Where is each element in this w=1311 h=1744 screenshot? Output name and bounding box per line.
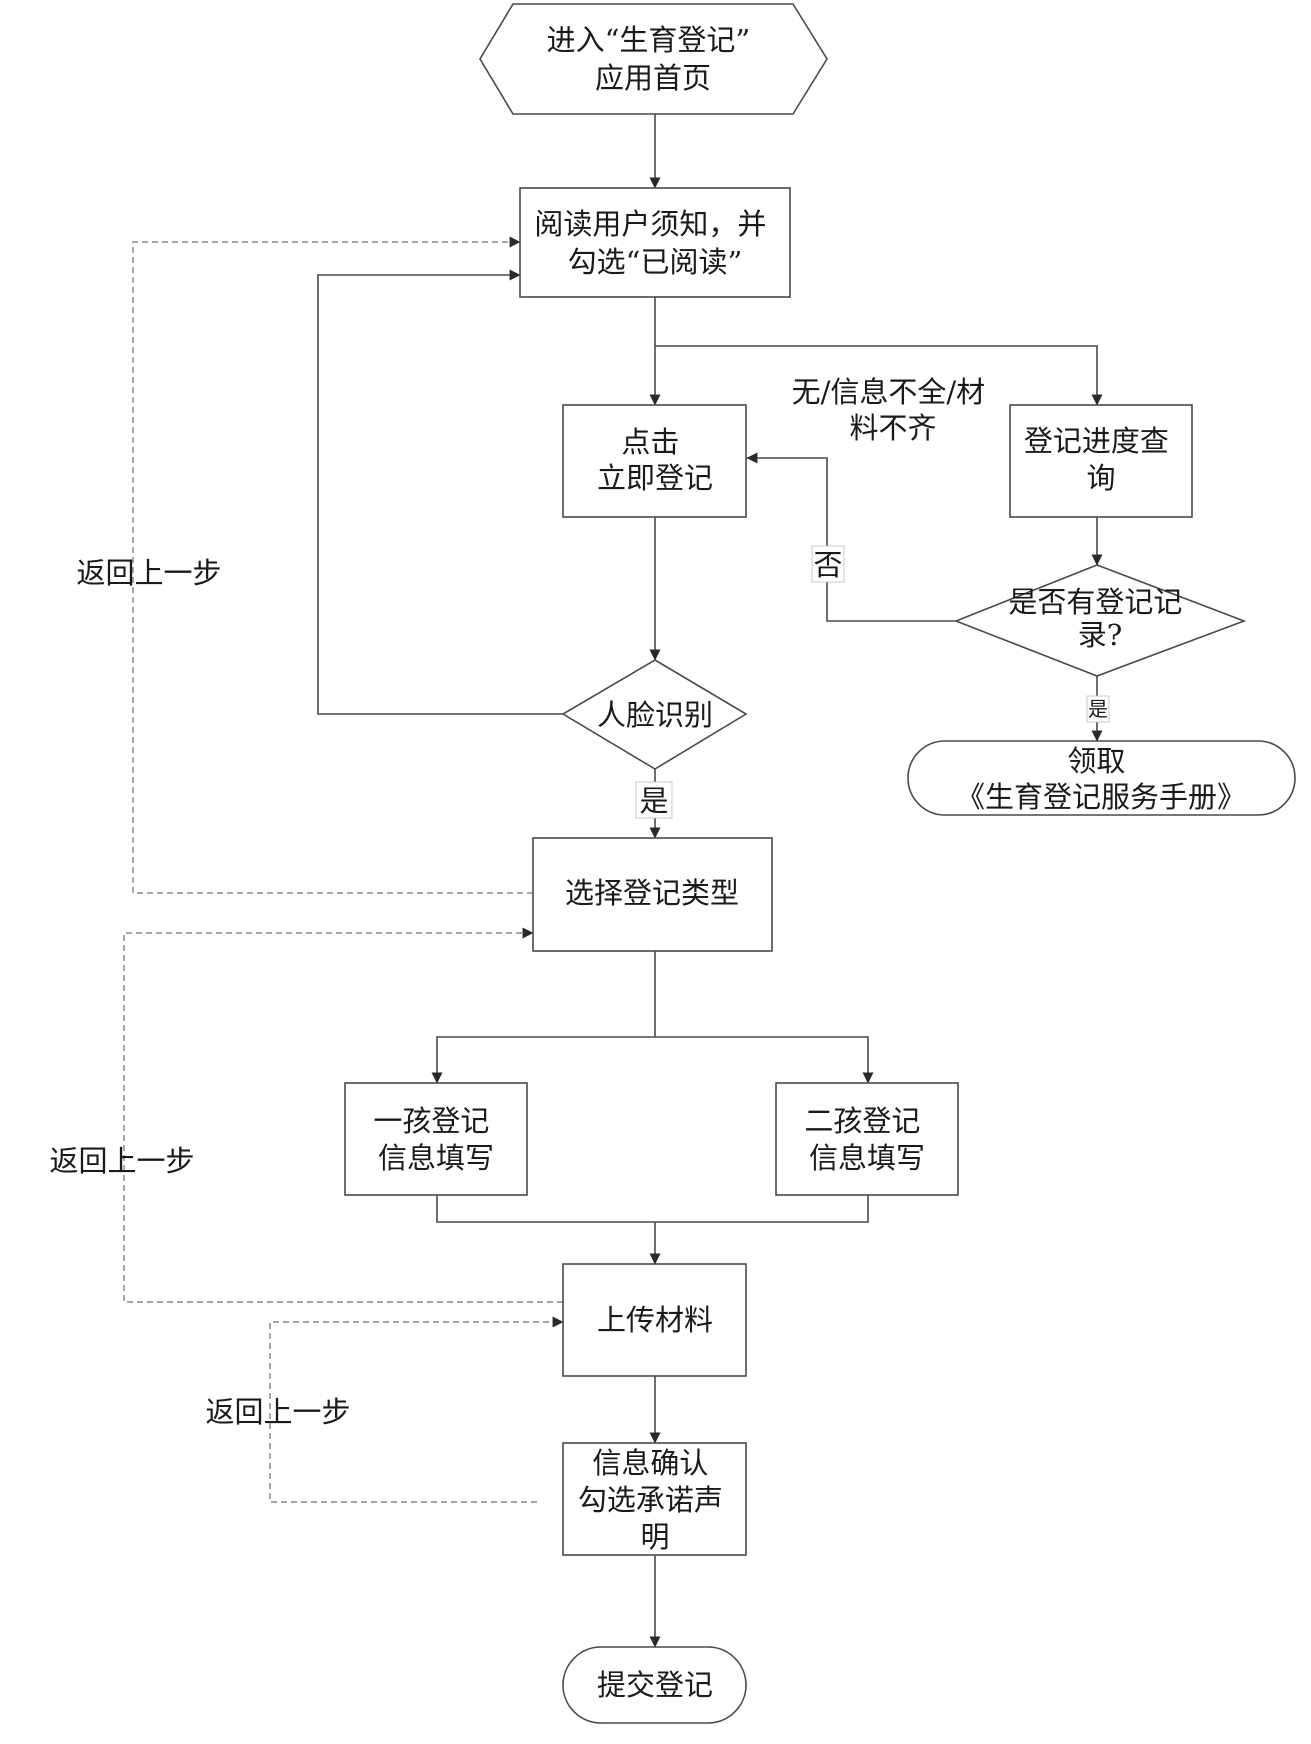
edge-back-select-to-read (132, 236, 533, 894)
submit-node: 提交登记 (597, 1668, 713, 1702)
face-recognition-diamond (561, 659, 748, 770)
edge-labels: 无/信息不全/材 料不齐 否 是 是 返回上一步 返回上一步 返回上一步 (49, 375, 1108, 1429)
read-notice-box (519, 187, 791, 298)
start-node: 进入“生育登记” 应用首页 (547, 23, 760, 95)
edges (317, 114, 1103, 1648)
edge-back-confirm-to-upload (269, 1316, 564, 1503)
progress-query-node: 登记进度查 询 (1024, 424, 1178, 495)
edge-back-upload-to-select (123, 927, 563, 1303)
no-info-label: 无/信息不全/材 料不齐 (792, 375, 995, 445)
yes-record-tag-bg (1086, 695, 1110, 723)
nodes (344, 3, 1296, 1724)
confirm-node: 信息确认 勾选承诺声 明 (578, 1446, 732, 1554)
edge-select-to-first (431, 1036, 655, 1084)
edge-read-to-query (655, 345, 1103, 406)
no-tag-bg (811, 545, 845, 583)
has-record-node: 是否有登记记 录? (1008, 585, 1191, 652)
back-edges (123, 236, 564, 1503)
no-label: 否 (813, 548, 842, 582)
edge-select-to-second (655, 1036, 874, 1084)
back-label-2: 返回上一步 (49, 1144, 194, 1178)
progress-query-box (1009, 404, 1193, 518)
submit-terminal (562, 1646, 747, 1724)
yes-face-tag-bg (635, 781, 673, 819)
read-notice-node: 阅读用户须知，并 勾选“已阅读” (534, 207, 775, 279)
second-child-node: 二孩登记 信息填写 (804, 1104, 929, 1175)
select-type-node: 选择登记类型 (565, 876, 739, 910)
second-child-box (775, 1082, 959, 1196)
first-child-node: 一孩登记 信息填写 (373, 1104, 498, 1175)
get-manual-node: 领取 《生育登记服务手册》 (956, 744, 1246, 814)
back-label-3: 返回上一步 (205, 1395, 350, 1429)
face-recognition-node: 人脸识别 (597, 698, 713, 732)
back-label-1: 返回上一步 (76, 556, 221, 590)
edge-record-no-to-click (746, 452, 956, 622)
upload-node: 上传材料 (597, 1303, 713, 1337)
has-record-diamond (953, 564, 1247, 677)
edge-first-join (436, 1195, 869, 1223)
click-register-box (562, 404, 747, 518)
upload-box (562, 1263, 747, 1377)
first-child-box (344, 1082, 528, 1196)
get-manual-terminal (907, 740, 1296, 816)
select-type-box (532, 837, 773, 952)
yes-record-label: 是 (1088, 697, 1108, 721)
yes-face-label: 是 (639, 784, 668, 818)
start-node-shape (479, 3, 828, 115)
node-labels: 进入“生育登记” 应用首页 阅读用户须知，并 勾选“已阅读” 点击 立即登记 登… (373, 23, 1246, 1702)
confirm-box (562, 1442, 747, 1556)
click-register-node: 点击 立即登记 (597, 425, 713, 495)
edge-face-back-to-read (317, 269, 563, 715)
